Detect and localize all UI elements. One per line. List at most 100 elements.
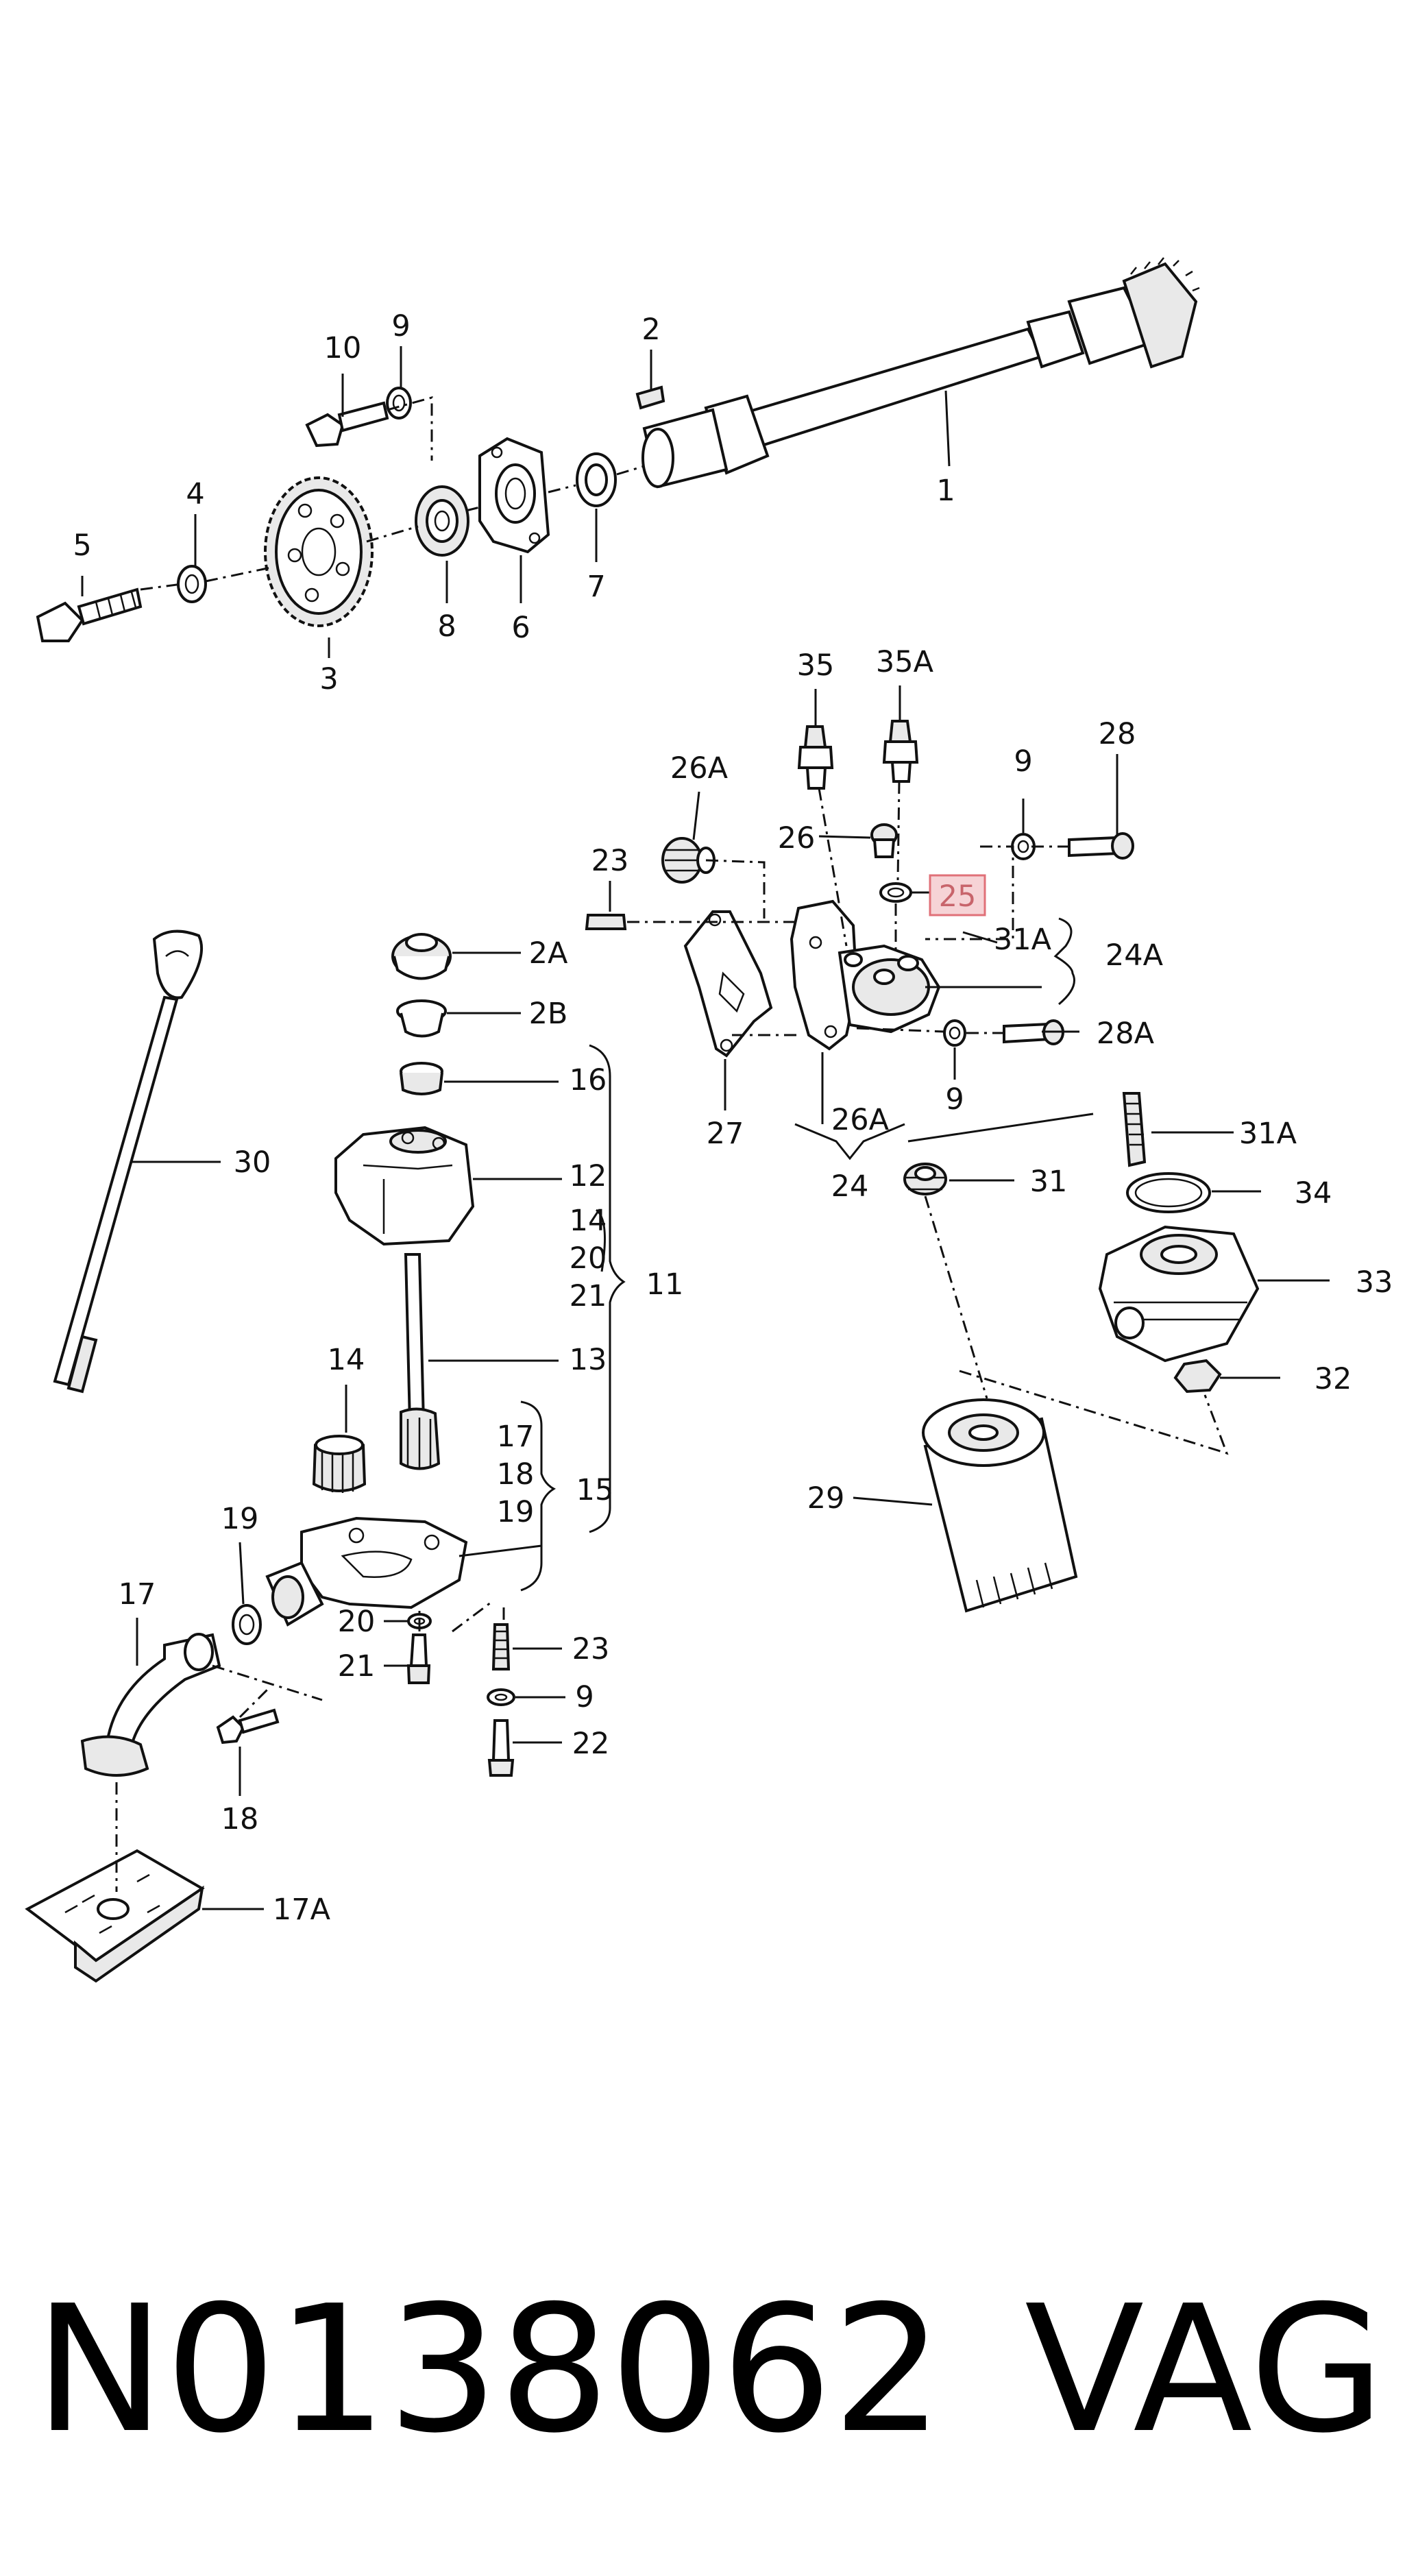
callout-31A-bottom: 31A [1239, 1117, 1297, 1151]
washer-part-9c [943, 1019, 966, 1047]
bolt-part-21 [406, 1633, 431, 1684]
stud-part-31A [1122, 1092, 1147, 1167]
callout-32: 32 [1315, 1362, 1352, 1396]
callout-17A: 17A [273, 1893, 331, 1927]
plug-part-26A-top [661, 837, 716, 884]
callout-6: 6 [511, 611, 530, 645]
gear-part-3 [264, 476, 374, 627]
callout-17-cover: 17 [497, 1420, 535, 1454]
callout-19-seal: 19 [221, 1502, 259, 1536]
brand-name: VAG [1025, 2268, 1385, 2472]
bracket-part-24 [790, 899, 941, 1051]
callout-24: 24 [831, 1169, 869, 1204]
callout-15: 15 [576, 1473, 614, 1507]
callout-31: 31 [1030, 1165, 1068, 1199]
shaft-part-1 [641, 257, 1200, 489]
callout-10: 10 [324, 331, 362, 365]
pump-housing-part-12 [334, 1126, 475, 1246]
key-part-2 [635, 385, 665, 410]
callout-33: 33 [1356, 1265, 1393, 1300]
flange-part-6 [478, 437, 550, 554]
callout-22: 22 [572, 1727, 610, 1761]
washer-part-7 [576, 452, 617, 507]
filter-assembly: 35 35A 26A 23 26 25 9 28 31A 24A 28A 9 2… [585, 645, 1393, 1613]
callout-23-top: 23 [591, 844, 629, 878]
callout-16: 16 [570, 1063, 607, 1097]
cooler-part-33 [1098, 1225, 1260, 1363]
filter-part-29 [922, 1398, 1078, 1613]
pump-cover-part-15 [265, 1516, 468, 1627]
callout-20-pump: 20 [570, 1241, 607, 1276]
seal-part-34 [1126, 1172, 1211, 1213]
seal-part-19 [232, 1604, 262, 1645]
callout-1: 1 [936, 474, 955, 508]
callout-21-bolt: 21 [338, 1649, 376, 1684]
callout-8: 8 [437, 609, 456, 644]
bushing-part-16 [400, 1062, 443, 1095]
pump-assembly: 2A 2B 16 12 14 20 21 11 13 14 30 17 18 1… [25, 929, 684, 1983]
callout-14-pump: 14 [570, 1204, 607, 1238]
stud-part-23-top [585, 914, 627, 930]
gear-part-14 [312, 1435, 367, 1493]
callout-25: 25 [939, 879, 977, 914]
callout-14-gear: 14 [328, 1343, 365, 1377]
part-number: N0138062 [34, 2268, 943, 2472]
callout-2A: 2A [529, 936, 568, 971]
callout-20-washer: 20 [338, 1605, 376, 1639]
callout-35: 35 [797, 648, 835, 683]
pickup-pipe-part-17 [80, 1633, 221, 1777]
gasket-part-27 [683, 910, 773, 1058]
callout-9-filter: 9 [1014, 744, 1032, 779]
washer-part-4 [177, 565, 207, 603]
bushing-part-2B [396, 999, 447, 1038]
callout-30: 30 [234, 1145, 271, 1180]
callout-28: 28 [1099, 717, 1136, 751]
nipple-part-31 [903, 1163, 947, 1195]
dipstick-part-30 [53, 929, 204, 1394]
sender-part-35 [797, 725, 834, 790]
callout-26A-top: 26A [670, 751, 729, 786]
callout-3: 3 [319, 662, 338, 696]
callout-21-pump: 21 [570, 1279, 607, 1313]
sender-part-35A [882, 720, 919, 783]
callout-34: 34 [1295, 1176, 1332, 1211]
washer-part-9a [386, 387, 412, 420]
shaft-part-13 [400, 1253, 441, 1470]
bolt-part-5 [36, 587, 143, 642]
plug-part-26 [870, 823, 898, 858]
callout-4: 4 [186, 477, 204, 511]
callout-9-pump: 9 [575, 1680, 594, 1714]
washer-part-9b [1011, 833, 1036, 860]
bolt-part-10 [305, 401, 389, 448]
callout-28A: 28A [1097, 1017, 1155, 1051]
callout-12: 12 [570, 1159, 607, 1193]
callout-24A: 24A [1105, 938, 1164, 973]
callout-9-lower: 9 [945, 1082, 964, 1117]
callout-7: 7 [587, 570, 605, 604]
callout-18-bolt: 18 [221, 1802, 259, 1836]
washer-part-9d [487, 1688, 515, 1706]
callout-9-top: 9 [391, 309, 410, 343]
callout-29: 29 [807, 1481, 845, 1516]
callout-31A-top: 31A [994, 923, 1052, 957]
callout-19-cover: 19 [497, 1495, 535, 1529]
callout-18-cover: 18 [497, 1457, 535, 1492]
callout-5: 5 [73, 528, 91, 563]
top-assembly: 1 2 3 4 5 6 7 8 9 10 [36, 257, 1200, 696]
oring-part-25 [879, 882, 912, 903]
bolt-part-22 [487, 1719, 515, 1777]
callout-13: 13 [570, 1343, 607, 1377]
callout-23-lower: 23 [572, 1632, 610, 1666]
bolt-part-28 [1068, 832, 1134, 860]
callout-17-pipe: 17 [119, 1577, 156, 1612]
callout-26: 26 [778, 821, 816, 855]
callout-26A-bottom: 26A [831, 1103, 890, 1137]
callout-25-highlight [929, 874, 986, 916]
callout-2: 2 [641, 313, 660, 347]
callout-11: 11 [646, 1267, 684, 1302]
bearing-part-8 [415, 485, 469, 557]
gear-part-2A [391, 933, 452, 980]
callout-2B: 2B [529, 997, 568, 1031]
bolt-part-18 [216, 1708, 280, 1745]
